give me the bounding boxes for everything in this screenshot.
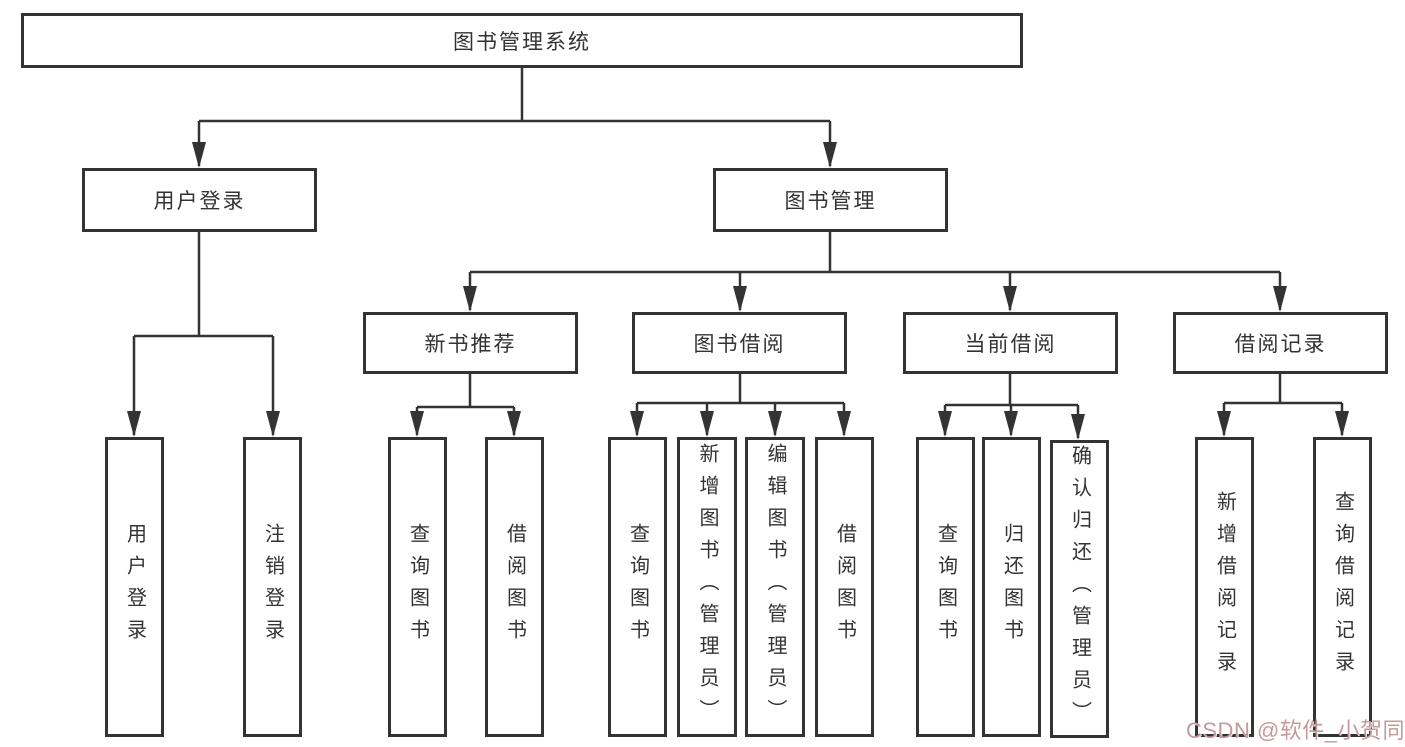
node-label: 图书管理 bbox=[784, 190, 877, 213]
leaf-label: 确认归还（管理员） bbox=[1068, 445, 1091, 733]
leaf-query-borrow-record: 查询借阅记录 bbox=[1313, 437, 1372, 737]
arrow-down-icon bbox=[463, 286, 477, 312]
leaf-query-books: 查询图书 bbox=[916, 437, 975, 737]
arrow-down-icon bbox=[700, 411, 714, 437]
leaf-label: 注销登录 bbox=[261, 523, 284, 651]
arrow-down-icon bbox=[266, 411, 280, 437]
arrow-down-icon bbox=[1004, 411, 1018, 437]
node-book-management: 图书管理 bbox=[713, 168, 948, 232]
node-label: 图书管理系统 bbox=[453, 30, 591, 54]
arrow-down-icon bbox=[733, 286, 747, 312]
leaf-edit-book-admin: 编辑图书（管理员） bbox=[745, 437, 805, 737]
leaf-label: 用户登录 bbox=[123, 523, 146, 651]
node-current-borrow: 当前借阅 bbox=[903, 312, 1118, 374]
leaf-label: 查询图书 bbox=[626, 523, 649, 651]
leaf-label: 新增借阅记录 bbox=[1213, 491, 1236, 683]
arrow-down-icon bbox=[630, 411, 644, 437]
leaf-user-login: 用户登录 bbox=[105, 437, 164, 737]
node-label: 新书推荐 bbox=[424, 333, 517, 356]
node-label: 当前借阅 bbox=[964, 333, 1057, 356]
leaf-label: 归还图书 bbox=[1000, 523, 1023, 651]
arrow-down-icon bbox=[1273, 286, 1287, 312]
node-borrow-records: 借阅记录 bbox=[1173, 312, 1388, 374]
leaf-label: 查询图书 bbox=[934, 523, 957, 651]
arrow-down-icon bbox=[410, 411, 424, 437]
node-new-book-recommend: 新书推荐 bbox=[363, 312, 578, 374]
leaf-confirm-return-admin: 确认归还（管理员） bbox=[1050, 440, 1109, 738]
leaf-logout: 注销登录 bbox=[243, 437, 302, 737]
node-book-borrow: 图书借阅 bbox=[632, 312, 847, 374]
node-label: 图书借阅 bbox=[693, 333, 786, 356]
node-root-system: 图书管理系统 bbox=[21, 13, 1023, 68]
leaf-label: 编辑图书（管理员） bbox=[764, 443, 786, 731]
arrow-down-icon bbox=[1217, 411, 1231, 437]
leaf-add-book-admin: 新增图书（管理员） bbox=[677, 437, 737, 737]
leaf-return-book: 归还图书 bbox=[982, 437, 1041, 737]
leaf-label: 借阅图书 bbox=[503, 523, 526, 651]
leaf-label: 新增图书（管理员） bbox=[696, 443, 718, 731]
leaf-query-books: 查询图书 bbox=[608, 437, 667, 737]
arrow-down-icon bbox=[1335, 411, 1349, 437]
leaf-label: 查询图书 bbox=[406, 523, 429, 651]
leaf-add-borrow-record: 新增借阅记录 bbox=[1195, 437, 1254, 737]
leaf-borrow-books: 借阅图书 bbox=[815, 437, 874, 737]
arrow-down-icon bbox=[938, 411, 952, 437]
arrow-down-icon bbox=[837, 411, 851, 437]
arrow-down-icon bbox=[1003, 286, 1017, 312]
leaf-query-books: 查询图书 bbox=[388, 437, 447, 737]
tree-connector-path bbox=[132, 68, 1344, 438]
leaf-label: 查询借阅记录 bbox=[1331, 491, 1354, 683]
node-user-login: 用户登录 bbox=[82, 168, 317, 232]
arrow-down-icon bbox=[507, 411, 521, 437]
leaf-label: 借阅图书 bbox=[833, 523, 856, 651]
arrow-down-icon bbox=[768, 411, 782, 437]
node-label: 用户登录 bbox=[153, 190, 246, 213]
arrow-down-icon bbox=[127, 411, 141, 437]
arrow-down-icon bbox=[1071, 414, 1085, 440]
node-label: 借阅记录 bbox=[1234, 333, 1327, 356]
arrow-down-icon bbox=[192, 142, 206, 168]
arrow-down-icon bbox=[823, 142, 837, 168]
leaf-borrow-books: 借阅图书 bbox=[485, 437, 544, 737]
csdn-watermark: CSDN @软件_小贺同学 bbox=[1186, 718, 1405, 743]
